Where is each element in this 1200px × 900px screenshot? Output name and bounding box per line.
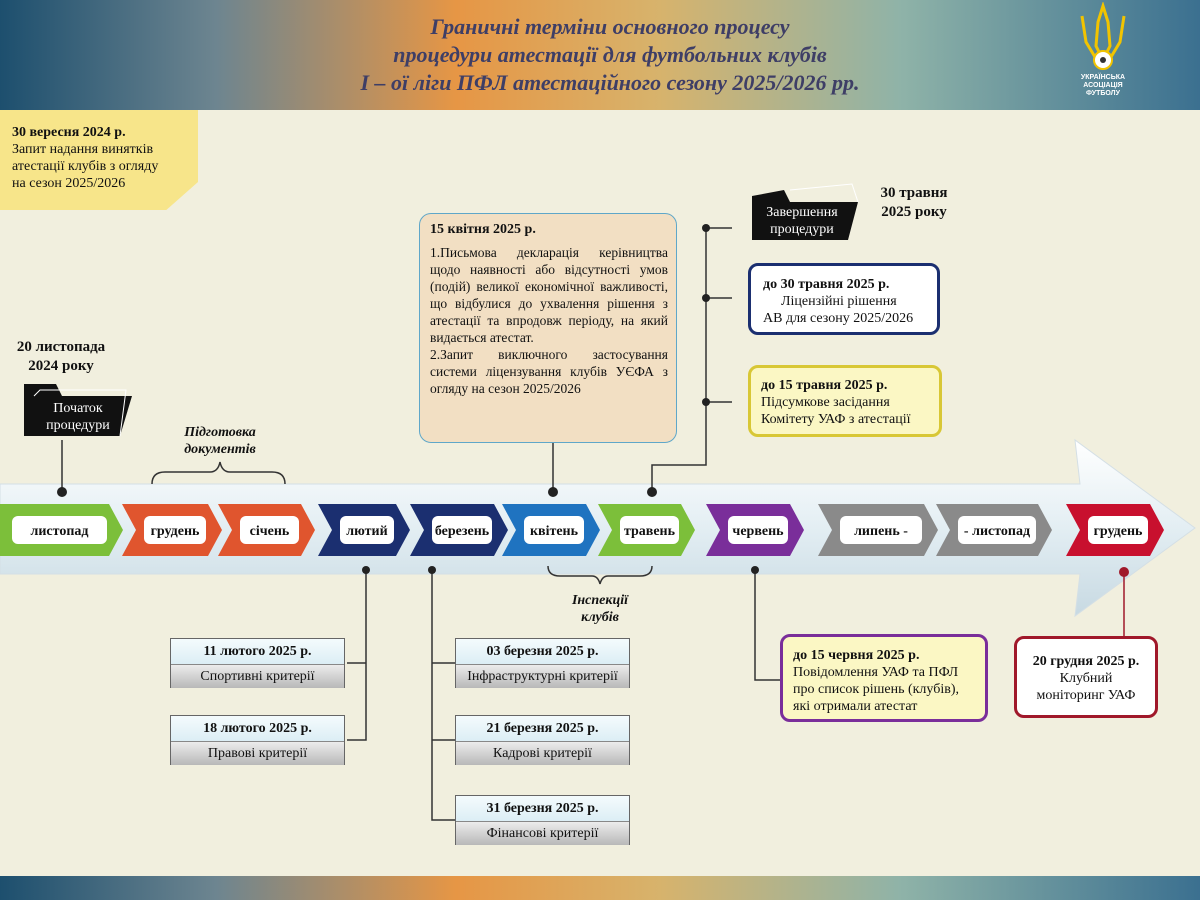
criteria-date: 21 березня 2025 р.	[456, 716, 629, 742]
criteria-name: Інфраструктурні критерії	[456, 665, 629, 688]
month-chevron: січень	[218, 504, 315, 556]
prep-label-line1: Підготовка	[184, 425, 256, 440]
start-folder-icon	[24, 384, 132, 436]
month-chevron: - листопад	[936, 504, 1052, 556]
inspection-brace	[547, 565, 653, 585]
end-folder-line2: процедури	[770, 222, 834, 237]
june-notification-box: до 15 червня 2025 р. Повідомлення УАФ та…	[780, 634, 988, 722]
month-chevron: травень	[598, 504, 695, 556]
may30-box-date: до 30 травня 2025 р.	[763, 277, 890, 292]
start-folder-label: Початок процедури	[32, 400, 124, 434]
logo-text-line1: УКРАЇНСЬКА	[1080, 74, 1126, 81]
may30-box-line1: Ліцензійні рішення	[781, 294, 897, 309]
month-label: липень -	[854, 524, 908, 539]
june-box-line3: які отримали атестат	[793, 699, 918, 714]
criteria-box: 03 березня 2025 р. Інфраструктурні крите…	[455, 638, 630, 688]
exceptions-note-text: 30 вересня 2024 р. Запит надання виняткі…	[12, 124, 158, 192]
start-folder-line2: процедури	[46, 418, 110, 433]
criteria-name: Кадрові критерії	[456, 742, 629, 765]
criteria-name: Спортивні критерії	[171, 665, 344, 688]
april-box-item-1: 1.Письмова декларація керівництва щодо н…	[430, 245, 668, 345]
month-chevron: листопад	[0, 504, 123, 556]
june-box-date: до 15 червня 2025 р.	[793, 648, 920, 663]
may15-box-date: до 15 травня 2025 р.	[761, 378, 888, 393]
criteria-name: Фінансові критерії	[456, 822, 629, 845]
month-chevron: грудень	[122, 504, 222, 556]
logo-text-line2: АСОЦІАЦІЯ	[1083, 82, 1123, 89]
month-chevron: квітень	[502, 504, 600, 556]
month-label: листопад	[31, 524, 89, 539]
uaf-logo-icon	[1080, 2, 1126, 70]
page-title-line2: процедури атестації для футбольних клубі…	[393, 42, 827, 67]
exceptions-note-line1: Запит надання винятків	[12, 142, 154, 157]
inspection-label-line2: клубів	[581, 610, 619, 625]
may15-box-line1: Підсумкове засідання	[761, 395, 890, 410]
april-box-items: 1.Письмова декларація керівництва щодо н…	[430, 244, 668, 397]
page-title-line1: Граничні терміни основного процесу	[430, 14, 790, 39]
start-folder-line1: Початок	[53, 401, 103, 416]
header-banner	[0, 0, 1200, 110]
start-date-line1: 20 листопада	[16, 339, 106, 355]
criteria-box: 31 березня 2025 р. Фінансові критерії	[455, 795, 630, 845]
dec-box-line1: Клубний	[1059, 671, 1113, 686]
prep-label-line2: документів	[184, 442, 256, 457]
criteria-box: 21 березня 2025 р. Кадрові критерії	[455, 715, 630, 765]
start-date: 20 листопада 2024 року	[6, 338, 116, 376]
inspection-label: Інспекції клубів	[540, 592, 660, 626]
month-chevron: грудень	[1066, 504, 1164, 556]
end-folder-line1: Завершення	[766, 205, 838, 220]
month-label: квітень	[530, 524, 579, 539]
criteria-name: Правові критерії	[171, 742, 344, 765]
end-date-line2: 2025 року	[881, 204, 947, 220]
footer-banner	[0, 876, 1200, 900]
end-date-line1: 30 травня	[880, 185, 948, 201]
april-declaration-box: 15 квітня 2025 р. 1.Письмова декларація …	[419, 213, 677, 443]
dec-box-date: 20 грудня 2025 р.	[1032, 654, 1140, 669]
dec-box-line2: моніторинг УАФ	[1036, 688, 1136, 703]
month-label: лютий	[346, 524, 387, 539]
prep-brace	[151, 461, 286, 485]
month-chevron: лютий	[318, 504, 410, 556]
criteria-date: 11 лютого 2025 р.	[171, 639, 344, 665]
inspection-label-line1: Інспекції	[571, 593, 629, 608]
exceptions-note-date: 30 вересня 2024 р.	[12, 125, 126, 140]
month-label: травень	[624, 524, 676, 539]
criteria-date: 18 лютого 2025 р.	[171, 716, 344, 742]
december-monitoring-box: 20 грудня 2025 р. Клубний моніторинг УАФ	[1014, 636, 1158, 718]
criteria-box: 18 лютого 2025 р. Правові критерії	[170, 715, 345, 765]
may30-box-line2: АВ для сезону 2025/2026	[763, 311, 914, 326]
logo-text-line3: ФУТБОЛУ	[1086, 90, 1120, 97]
month-label: грудень	[151, 524, 200, 539]
month-chevron: липень -	[818, 504, 938, 556]
criteria-date: 31 березня 2025 р.	[456, 796, 629, 822]
start-date-line2: 2024 року	[28, 358, 94, 374]
criteria-box: 11 лютого 2025 р. Спортивні критерії	[170, 638, 345, 688]
month-chevron: березень	[410, 504, 508, 556]
june-box-line2: про список рішень (клубів),	[793, 682, 960, 697]
end-folder-icon	[752, 190, 858, 240]
april-box-date: 15 квітня 2025 р.	[430, 222, 536, 237]
end-date: 30 травня 2025 року	[866, 184, 962, 222]
exceptions-note	[0, 110, 198, 210]
month-label: - листопад	[964, 524, 1030, 539]
month-label: січень	[250, 524, 290, 539]
month-label: грудень	[1094, 524, 1143, 539]
logo-text: УКРАЇНСЬКА АСОЦІАЦІЯ ФУТБОЛУ	[1063, 74, 1143, 98]
criteria-date: 03 березня 2025 р.	[456, 639, 629, 665]
month-chevron: червень	[706, 504, 804, 556]
page-title-line3: І – ої ліги ПФЛ атестаційного сезону 202…	[360, 70, 860, 95]
month-label: червень	[732, 524, 784, 539]
month-label: березень	[435, 524, 490, 539]
prep-label: Підготовка документів	[160, 424, 280, 458]
may15-committee-box: до 15 травня 2025 р. Підсумкове засіданн…	[748, 365, 942, 437]
may15-box-line2: Комітету УАФ з атестації	[761, 412, 911, 427]
april-box-item-2: 2.Запит виключного застосування системи …	[430, 347, 668, 396]
may30-decisions-box: до 30 травня 2025 р. Ліцензійні рішення …	[748, 263, 940, 335]
june-box-line1: Повідомлення УАФ та ПФЛ	[793, 665, 959, 680]
end-folder-label: Завершення процедури	[758, 204, 846, 238]
exceptions-note-line2: атестації клубів з огляду	[12, 159, 159, 174]
exceptions-note-line3: на сезон 2025/2026	[12, 176, 126, 191]
